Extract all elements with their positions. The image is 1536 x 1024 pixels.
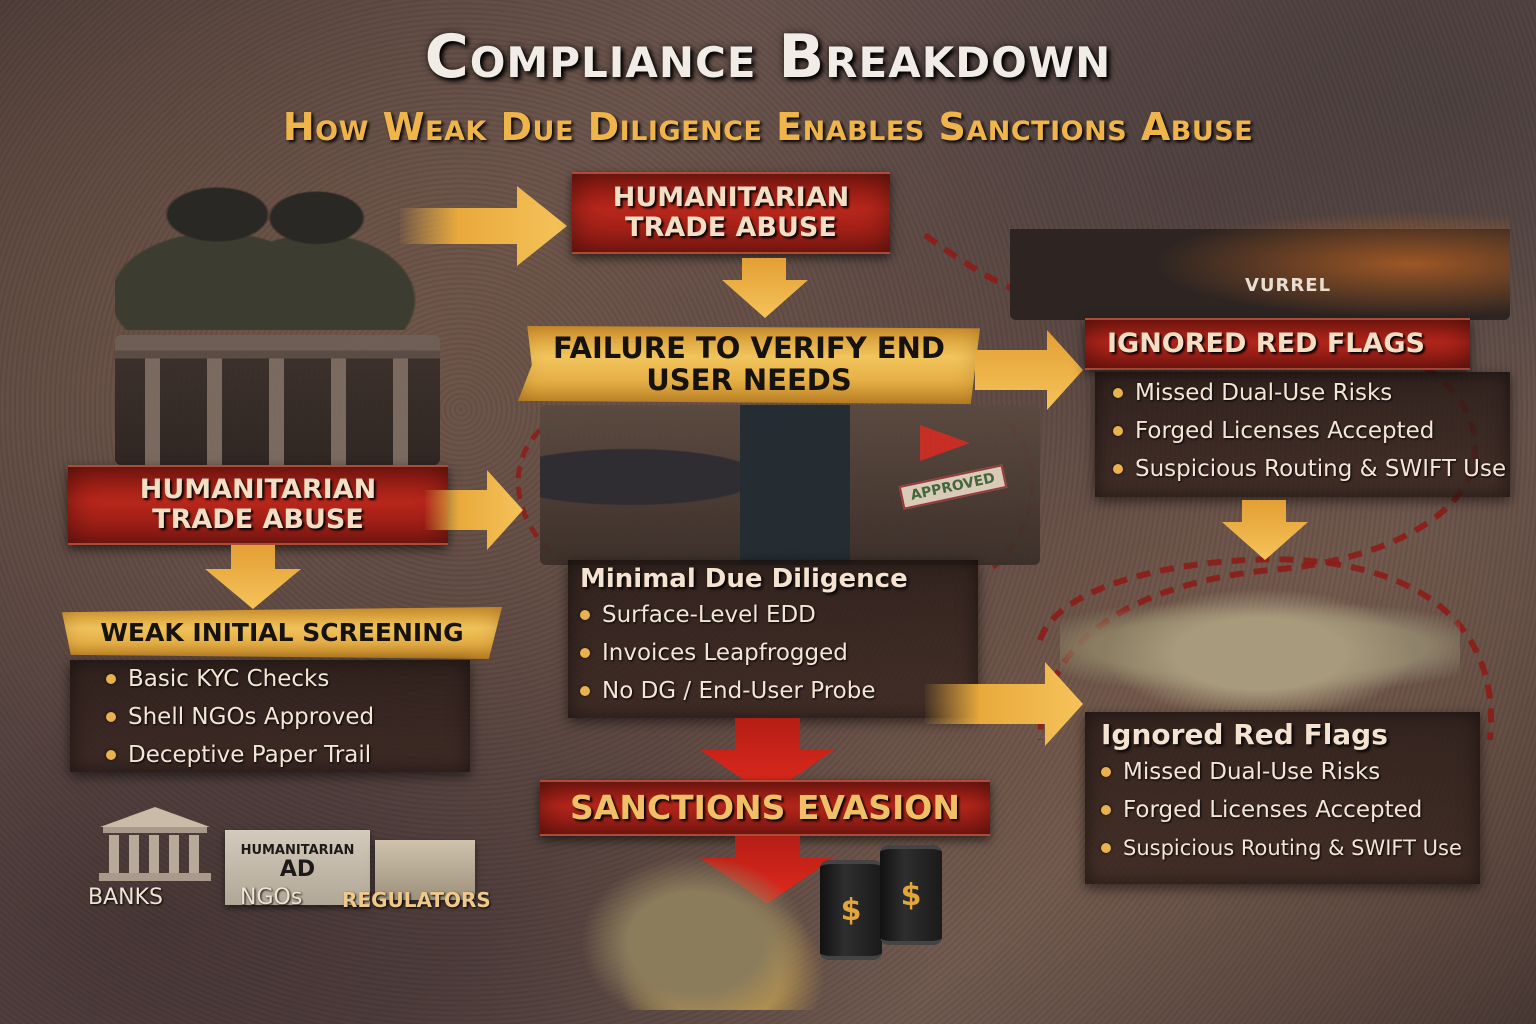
bullet-item: No DG / End-User Probe — [580, 672, 978, 710]
ignored-red-flags-panel-bottom: Ignored Red Flags Missed Dual-Use Risks … — [1085, 712, 1480, 884]
oil-barrel-icon: $ — [880, 845, 942, 945]
minimal-due-diligence-panel: Minimal Due Diligence Surface-Level EDD … — [568, 560, 978, 718]
institution-label-ngos: NGOs — [240, 885, 303, 910]
arrow-down-icon — [205, 545, 301, 609]
cash-bundles-illustration — [560, 840, 830, 1010]
oil-barrel-icon: $ — [820, 860, 882, 960]
bullet-item: Basic KYC Checks — [106, 660, 470, 698]
humanitarian-trade-abuse-banner-top: HUMANITARIAN TRADE ABUSE — [572, 172, 890, 254]
bullet-dot-icon — [1113, 388, 1123, 398]
institution-label-regulators: REGULATORS — [342, 888, 491, 912]
regulator-building-icon — [375, 840, 475, 900]
arrow-down-icon — [1222, 500, 1308, 560]
banner-line-2: TRADE ABUSE — [152, 504, 364, 535]
bullet-item: Forged Licenses Accepted — [1101, 791, 1480, 829]
arrow-right-icon — [425, 470, 523, 550]
bullet-item: Deceptive Paper Trail — [106, 736, 470, 774]
page-subtitle: How Weak Due Diligence Enables Sanctions… — [282, 105, 1254, 149]
weak-initial-screening-banner: WEAK INITIAL SCREENING — [62, 607, 502, 659]
factory-sign: VURREL — [1245, 275, 1332, 296]
ignored-red-flags-title: Ignored Red Flags — [1101, 718, 1388, 751]
institution-label-banks: BANKS — [88, 885, 163, 910]
bullet-dot-icon — [106, 750, 116, 760]
banner-line-1: HUMANITARIAN — [139, 474, 377, 506]
bullet-item: Missed Dual-Use Risks — [1101, 753, 1480, 791]
ignored-red-flags-panel-top: Missed Dual-Use Risks Forged Licenses Ac… — [1095, 372, 1510, 497]
institutions-row: HUMANITARIAN AD — [75, 800, 495, 905]
bullet-item: Missed Dual-Use Risks — [1113, 374, 1510, 412]
bullet-item: Forged Licenses Accepted — [1113, 412, 1510, 450]
bullet-dot-icon — [580, 610, 590, 620]
banner-line-1: FAILURE TO VERIFY END — [553, 331, 945, 366]
bullet-dot-icon — [1101, 805, 1111, 815]
approved-stamp: APPROVED — [898, 464, 1008, 510]
bullet-dot-icon — [106, 674, 116, 684]
bullet-item: Suspicious Routing & SWIFT Use — [1113, 450, 1510, 488]
bullet-item: Shell NGOs Approved — [106, 698, 470, 736]
bullet-dot-icon — [1101, 843, 1111, 853]
sanctions-evasion-banner: SANCTIONS EVASION — [540, 780, 990, 836]
bullet-dot-icon — [1113, 426, 1123, 436]
minimal-due-diligence-title: Minimal Due Diligence — [580, 564, 908, 594]
bullet-dot-icon — [580, 686, 590, 696]
page-title: Compliance Breakdown — [424, 22, 1112, 92]
ignored-red-flags-banner: IGNORED RED FLAGS — [1085, 318, 1470, 370]
banner-line-1: HUMANITARIAN — [612, 182, 850, 214]
humanitarian-trade-abuse-banner-left: HUMANITARIAN TRADE ABUSE — [68, 465, 448, 545]
arrow-right-icon — [400, 186, 567, 266]
bullet-dot-icon — [580, 648, 590, 658]
arrow-down-icon — [722, 258, 808, 318]
cash-pile-illustration — [1060, 570, 1460, 710]
banner-line-2: TRADE ABUSE — [625, 212, 837, 243]
failure-to-verify-banner: FAILURE TO VERIFY END USER NEEDS — [518, 326, 980, 404]
weak-screening-title: WEAK INITIAL SCREENING — [100, 618, 464, 648]
red-flag-icon — [920, 425, 970, 461]
armed-soldiers-illustration — [115, 165, 435, 330]
government-building-illustration — [115, 335, 440, 465]
bullet-dot-icon — [1113, 464, 1123, 474]
analyst-at-desk-illustration: APPROVED — [540, 405, 1040, 565]
bullet-dot-icon — [1101, 767, 1111, 777]
ignored-red-flags-title: IGNORED RED FLAGS — [1107, 328, 1426, 360]
banner-line-2: USER NEEDS — [646, 363, 852, 397]
weak-screening-panel: Basic KYC Checks Shell NGOs Approved Dec… — [70, 660, 470, 772]
bullet-item: Invoices Leapfrogged — [580, 634, 978, 672]
weapons-factory-illustration: VURREL — [1010, 180, 1510, 320]
arrow-right-icon — [975, 330, 1083, 410]
sanctions-evasion-label: SANCTIONS EVASION — [570, 787, 960, 827]
arrow-down-red-icon — [700, 718, 834, 796]
bullet-item: Surface-Level EDD — [580, 596, 978, 634]
arrow-right-icon — [925, 662, 1083, 746]
bullet-dot-icon — [106, 712, 116, 722]
bank-building-icon — [99, 807, 211, 881]
humanitarian-aid-box-icon: HUMANITARIAN AD — [225, 830, 370, 905]
bullet-item: Suspicious Routing & SWIFT Use — [1101, 829, 1480, 867]
